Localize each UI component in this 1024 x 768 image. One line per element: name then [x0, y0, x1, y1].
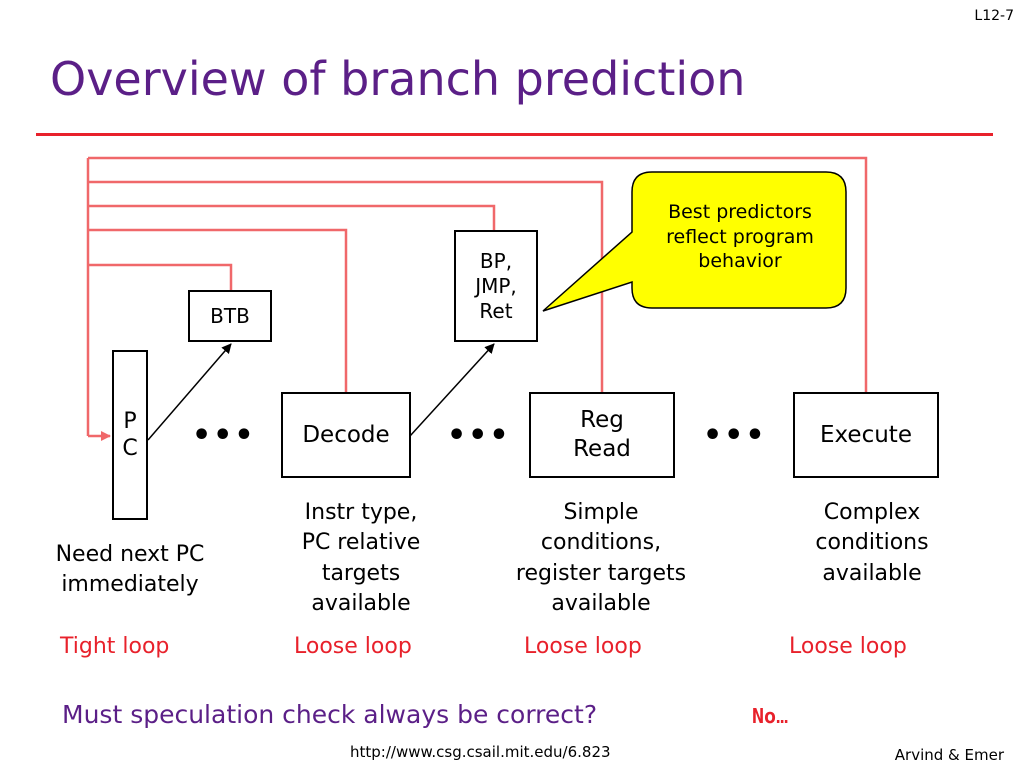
btb-box: BTB — [188, 290, 272, 342]
pc-label-line-2: C — [122, 436, 138, 461]
bp-jmp-ret-box: BP,JMP,Ret — [454, 230, 538, 342]
feedback-line-execute — [88, 156, 868, 392]
regread-description: Simple conditions, register targets avai… — [488, 498, 714, 619]
bp-label-line-3: Ret — [479, 298, 513, 323]
decode-description: Instr type, PC relative targets availabl… — [266, 498, 456, 619]
bp-label-line-2: JMP, — [475, 273, 517, 298]
decode-desc-line-4: available — [311, 591, 411, 617]
answer-bold: No — [752, 704, 777, 728]
pc-desc-line-1: Need next PC — [55, 542, 205, 567]
feedback-line-decode — [88, 228, 348, 392]
pc-description: Need next PC immediately — [30, 540, 230, 601]
ellipsis-3: ••• — [703, 418, 767, 453]
regread-desc-line-2: conditions, — [540, 530, 662, 556]
callout-line-3: behavior — [698, 250, 782, 273]
title-divider — [36, 133, 993, 136]
decode-desc-line-1: Instr type, — [304, 500, 418, 525]
slide-number: L12-7 — [974, 8, 1014, 24]
decode-box: Decode — [281, 392, 411, 478]
execute-description: Complex conditions available — [782, 498, 962, 589]
loop-label-decode: Loose loop — [294, 634, 412, 659]
decode-desc-line-3: targets — [321, 560, 401, 586]
callout-line-2: reflect program — [666, 225, 814, 248]
pc-to-btb-arrow — [147, 343, 232, 441]
loop-label-pc: Tight loop — [60, 634, 170, 659]
regread-desc-line-3: register targets — [515, 560, 687, 586]
footer-url[interactable]: http://www.csg.csail.mit.edu/6.823 — [350, 743, 611, 761]
callout-line-1: Best predictors — [668, 201, 812, 223]
slide-title: Overview of branch prediction — [50, 52, 746, 106]
footer-author: Arvind & Emer — [894, 746, 1004, 764]
speculation-question: Must speculation check always be correct… — [62, 700, 598, 729]
feedback-line-btb — [88, 263, 233, 290]
regread-desc-line-4: available — [551, 591, 651, 617]
execute-box: Execute — [793, 392, 939, 478]
decode-label: Decode — [302, 421, 390, 448]
execute-desc-line-2: conditions — [815, 530, 929, 556]
regread-label-line-2: Read — [573, 436, 631, 462]
callout-text: Best predictors reflect program behavior — [640, 200, 840, 274]
feedback-line-bp — [88, 204, 496, 230]
pc-desc-line-2: immediately — [61, 572, 199, 598]
answer-ellipsis: … — [776, 704, 789, 728]
decode-to-bp-arrow — [409, 343, 495, 437]
decode-desc-line-2: PC relative — [301, 530, 421, 556]
btb-label: BTB — [210, 303, 250, 328]
execute-label: Execute — [820, 421, 912, 448]
feedback-line-regread — [88, 180, 604, 392]
speculation-answer: No… — [752, 704, 788, 728]
regread-label-line-1: Reg — [580, 407, 624, 434]
execute-desc-line-3: available — [822, 560, 922, 586]
execute-desc-line-1: Complex — [823, 500, 921, 525]
regread-desc-line-1: Simple — [563, 500, 639, 525]
ellipsis-1: ••• — [192, 418, 256, 453]
bp-label-line-1: BP, — [479, 248, 513, 273]
ellipsis-2: ••• — [447, 418, 511, 453]
loop-label-execute: Loose loop — [789, 634, 907, 659]
pc-label-line-1: P — [123, 408, 137, 434]
callout-bubble — [542, 171, 847, 312]
loop-label-regread: Loose loop — [524, 634, 642, 659]
